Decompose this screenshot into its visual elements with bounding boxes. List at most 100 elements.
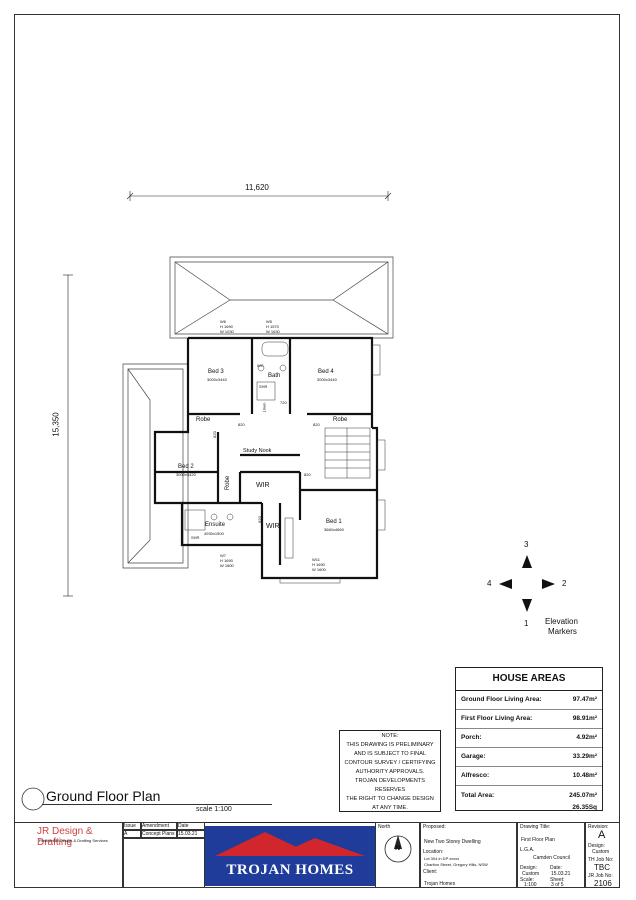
stairs [324, 427, 371, 479]
jr-logo-cell: JR Design & Drafting Residential Design … [14, 822, 123, 888]
revision-cell: Revision: A Design: Custom TH Job No: TB… [585, 822, 620, 888]
room-ensuite-name: Ensuite [205, 522, 226, 528]
drawing-title-value: First Floor Plan [521, 837, 555, 843]
bath-fixtures [184, 341, 294, 559]
length-dimension [63, 274, 73, 597]
area-row: Alfresco:10.48m² [456, 767, 602, 786]
door-dim-e: 820 [256, 516, 262, 523]
overall-length-label: 15,350 [51, 412, 61, 437]
amendment-header: Amendment [141, 822, 177, 830]
scale-value: 1:100 [524, 882, 537, 888]
room-bed1-size: 3660x4660 [324, 527, 344, 532]
ensuite-shr-label: SHR [191, 535, 200, 540]
door-dim-a: 820 [238, 422, 245, 427]
area-row: Ground Floor Living Area:97.47m² [456, 691, 602, 710]
date-value: 15.03.21 [177, 830, 205, 838]
date-header: Date [177, 822, 205, 830]
wir-2-label: WIR [266, 523, 280, 530]
room-bed4-size: 3000x3440 [317, 377, 337, 382]
balcony-rails [279, 344, 386, 584]
area-row: Porch:4.92m² [456, 729, 602, 748]
design-label: Design: [520, 865, 537, 871]
room-bed1-name: Bed 1 [326, 519, 342, 525]
door-dim-b: 820 [313, 422, 320, 427]
roof-logo-icon [215, 832, 365, 856]
width-dimension [126, 191, 392, 201]
overall-width-label: 11,620 [245, 183, 269, 192]
plan-title-underline [42, 804, 272, 805]
client-value: Trojan Homes [424, 881, 456, 887]
client-label: Client: [423, 869, 438, 875]
elevation-label: Elevation [545, 617, 578, 626]
issue-value: A [123, 830, 141, 838]
robe-bed2-label: Robe [225, 475, 232, 491]
linen-label: Linen [261, 402, 267, 413]
proposed-label: Proposed: [423, 824, 446, 830]
trojan-homes-logo: TROJAN HOMES [205, 826, 375, 886]
jr-job-label: JR Job No: [588, 873, 613, 879]
elevation-label-2: Markers [548, 627, 577, 636]
sheet-label: Sheet: [550, 877, 565, 883]
north-label: North [378, 824, 391, 830]
design2-value: Custom [592, 849, 610, 855]
plan-title: Ground Floor Plan [46, 788, 161, 804]
room-ensuite-size: 4930x1500 [204, 531, 224, 536]
elevation-marker-1: 1 [524, 619, 529, 628]
robe-bed3-label: Robe [196, 417, 211, 423]
drawing-title-label: Drawing Title: [520, 824, 551, 830]
jr-job-value: 2106 [594, 879, 612, 888]
room-bed2-size: 3000x3420 [176, 472, 196, 477]
roof-left [122, 363, 189, 569]
room-bed2-name: Bed 2 [178, 464, 194, 470]
roof-top [169, 256, 394, 339]
location-line-1: Lot 304 in DP xxxxx [424, 856, 460, 861]
bath-shr-label: SHR [259, 384, 268, 389]
room-bed3-name: Bed 3 [208, 369, 224, 375]
house-areas-table: HOUSE AREAS Ground Floor Living Area:97.… [455, 667, 603, 811]
drawing-sheet [14, 14, 620, 888]
sheet-value: 3 of 5 [551, 882, 564, 888]
elevation-marker-4: 4 [487, 579, 492, 588]
location-line-2: Charlton Street, Gregory Hills, NSW [424, 862, 488, 867]
th-job-label: TH Job No: [588, 857, 614, 863]
elevation-marker-2: 2 [562, 579, 567, 588]
area-row: Garage:33.29m² [456, 748, 602, 767]
robe-bed4-label: Robe [333, 417, 348, 423]
elevation-marker-3: 3 [524, 540, 529, 549]
lga-label: L.G.A. [520, 847, 535, 853]
amendment-value: Concept Plans [141, 830, 177, 838]
design2-label: Design: [588, 843, 605, 849]
date2-label: Date: [550, 865, 562, 871]
revision-value: A [598, 829, 606, 841]
north-cell: North N [375, 822, 420, 888]
title-block [14, 822, 620, 889]
revision-label: Revision: [588, 824, 609, 830]
th-job-value: TBC [594, 863, 610, 872]
company-name: TROJAN HOMES [226, 862, 354, 878]
plan-title-circle-icon [21, 787, 45, 811]
room-bed4-name: Bed 4 [318, 369, 334, 375]
room-bed3-size: 3000x3440 [207, 377, 227, 382]
north-arrow-icon [384, 835, 412, 863]
lga-value: Camden Council [533, 855, 570, 861]
door-dim-c: 820 [211, 431, 217, 438]
north-letter: N [395, 845, 401, 852]
drawing-info-cell: Drawing Title: First Floor Plan L.G.A. C… [517, 822, 585, 888]
proposed-value: New Two Storey Dwelling [424, 839, 481, 845]
jr-logo: JR Design & Drafting [37, 826, 93, 848]
room-bath-name: Bath [268, 373, 281, 379]
scale-label: Scale: [520, 877, 534, 883]
exterior-walls [153, 336, 379, 580]
dim-720: 720 [280, 400, 287, 405]
preliminary-note: NOTE: THIS DRAWING IS PRELIMINARY AND IS… [339, 730, 441, 812]
area-row: First Floor Living Area:98.91m² [456, 710, 602, 729]
elevation-markers [499, 555, 555, 612]
jr-logo-sub: Residential Design & Drafting Services [39, 838, 108, 843]
date2-value: 15.03.21 [551, 871, 571, 877]
plan-scale: scale 1:100 [196, 806, 232, 813]
